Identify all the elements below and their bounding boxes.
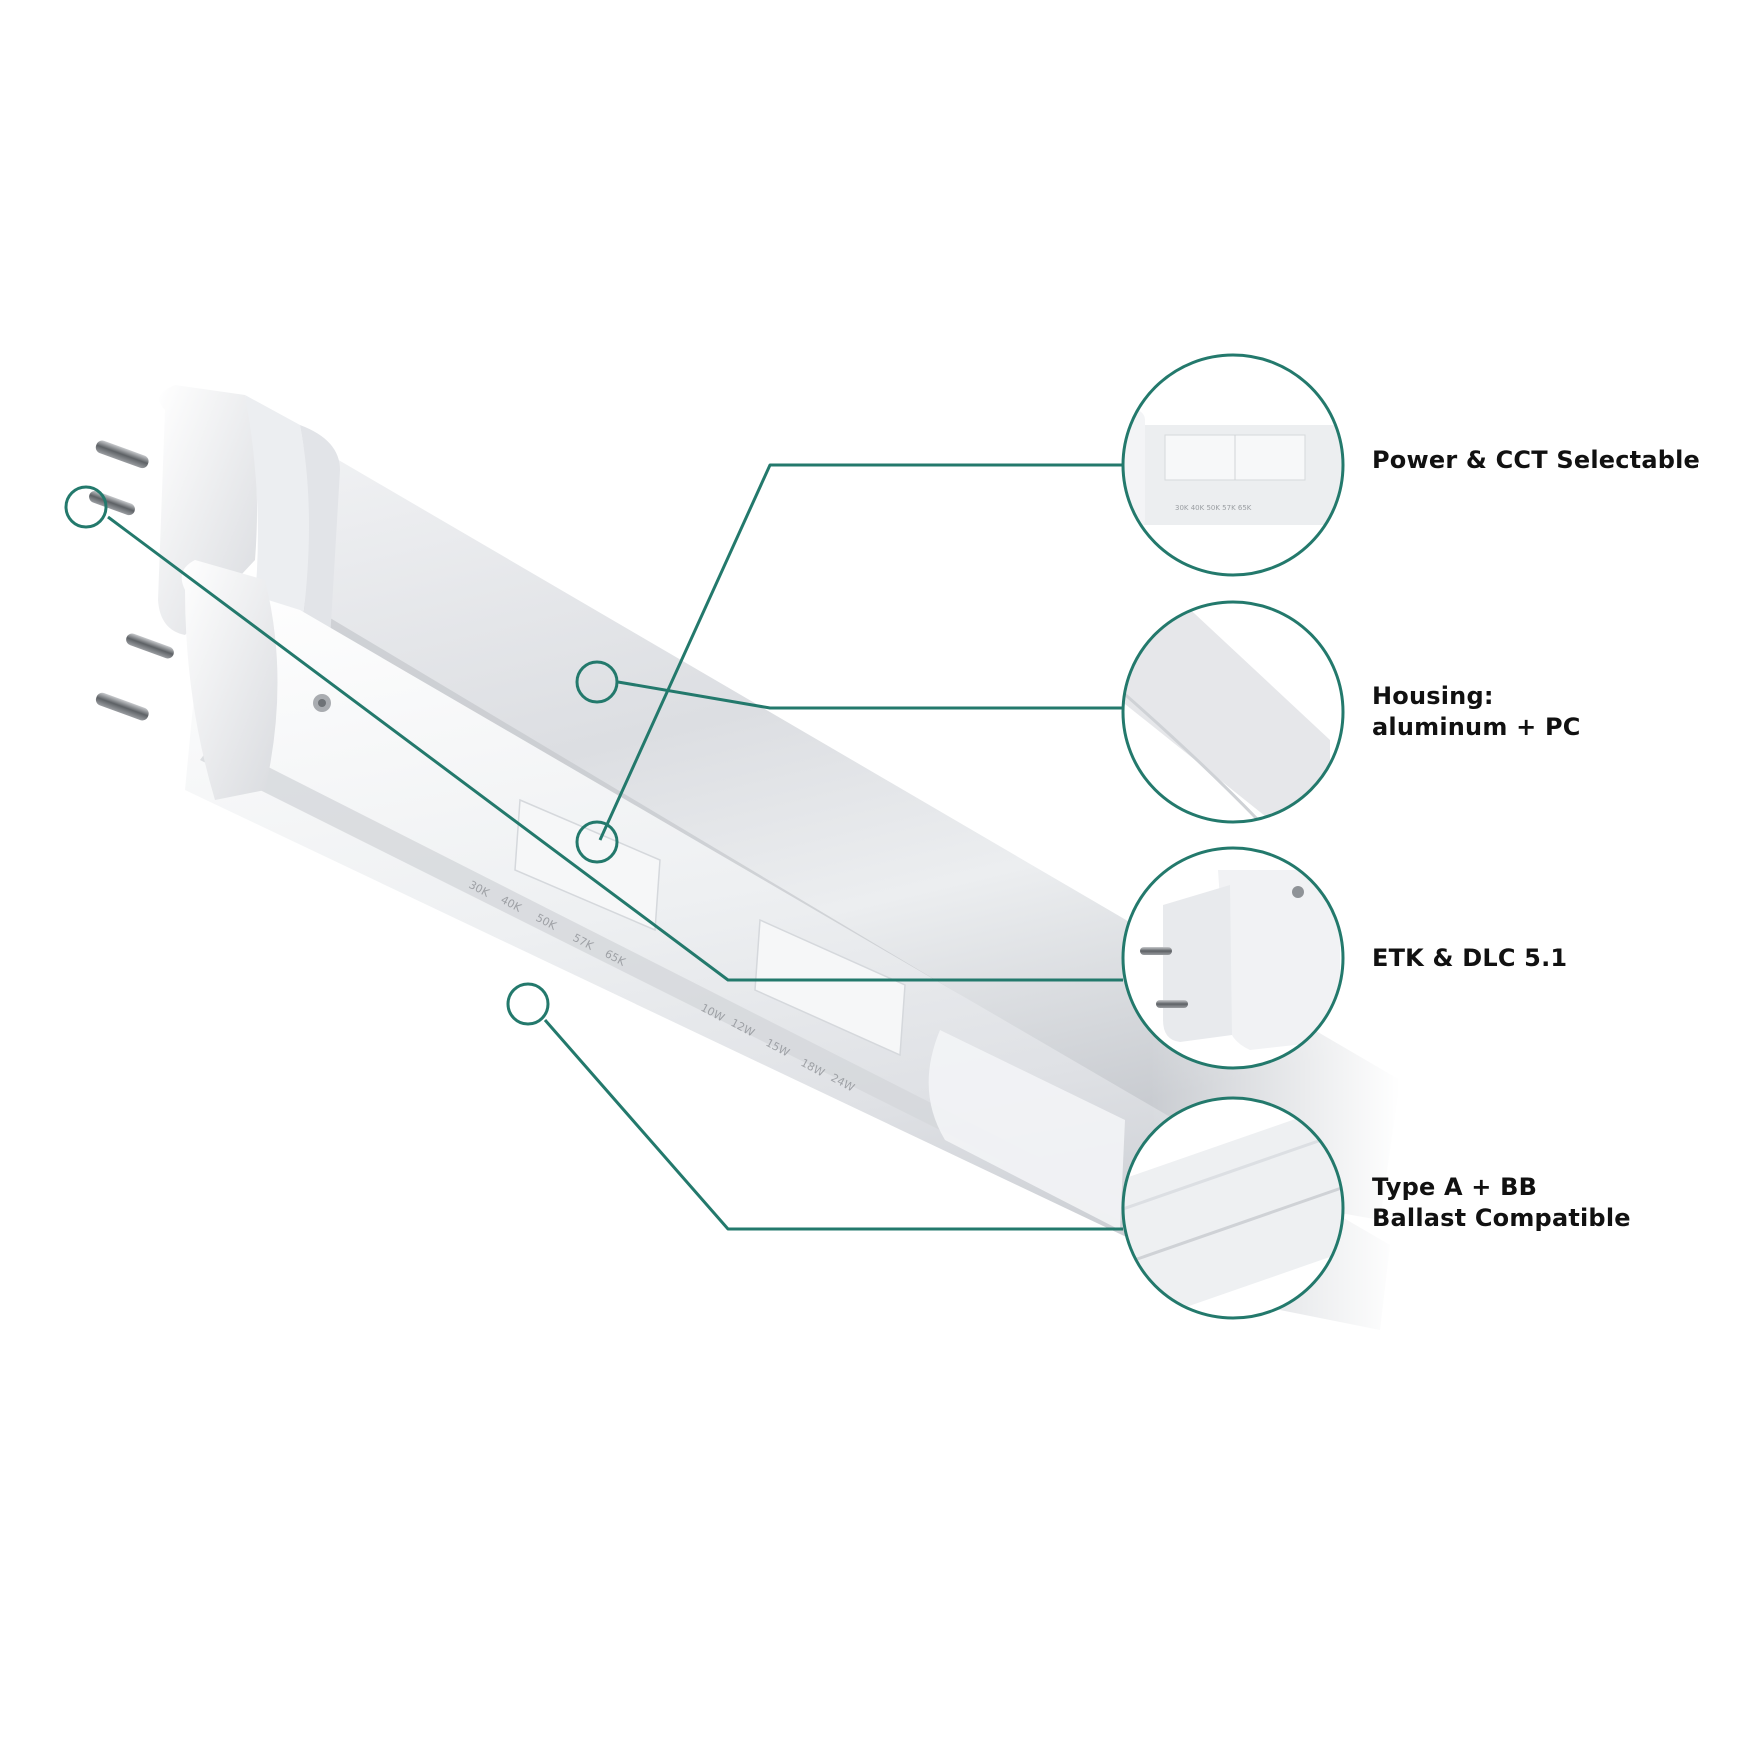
feature-label-power-cct: Power & CCT Selectable (1372, 445, 1700, 476)
feature-text: Power & CCT Selectable (1372, 446, 1701, 474)
leader-line-power-cct (598, 463, 1123, 841)
leader-line-housing (617, 680, 1123, 710)
callout-lines (107, 463, 1123, 1231)
svg-text:30K 40K 50K 57K 65K: 30K 40K 50K 57K 65K (1175, 504, 1252, 512)
detail-circle-certification (1121, 846, 1345, 1070)
feature-text: Ballast Compatible (1372, 1204, 1631, 1232)
feature-label-certification: ETK & DLC 5.1 (1372, 943, 1567, 974)
detail-circle-ballast (1121, 1096, 1345, 1320)
detail-circle-power-cct: 30K 40K 50K 57K 65K (1121, 353, 1345, 577)
anchor-power-cct (575, 820, 619, 864)
leader-line-certification (107, 515, 1123, 982)
anchor-certification (64, 485, 108, 529)
front-tube (95, 560, 1390, 1330)
feature-text: Type A + BB (1372, 1173, 1538, 1201)
feature-label-housing: Housing: aluminum + PC (1372, 681, 1581, 743)
feature-text: aluminum + PC (1372, 713, 1581, 741)
leader-line-ballast (543, 1019, 1123, 1231)
feature-text: Housing: (1372, 682, 1494, 710)
anchor-ballast (506, 982, 550, 1026)
anchor-housing (575, 660, 619, 704)
anchor-points (64, 485, 619, 1026)
feature-text: ETK & DLC 5.1 (1372, 944, 1568, 972)
feature-label-ballast: Type A + BB Ballast Compatible (1372, 1172, 1631, 1234)
detail-circle-housing (1121, 600, 1345, 824)
